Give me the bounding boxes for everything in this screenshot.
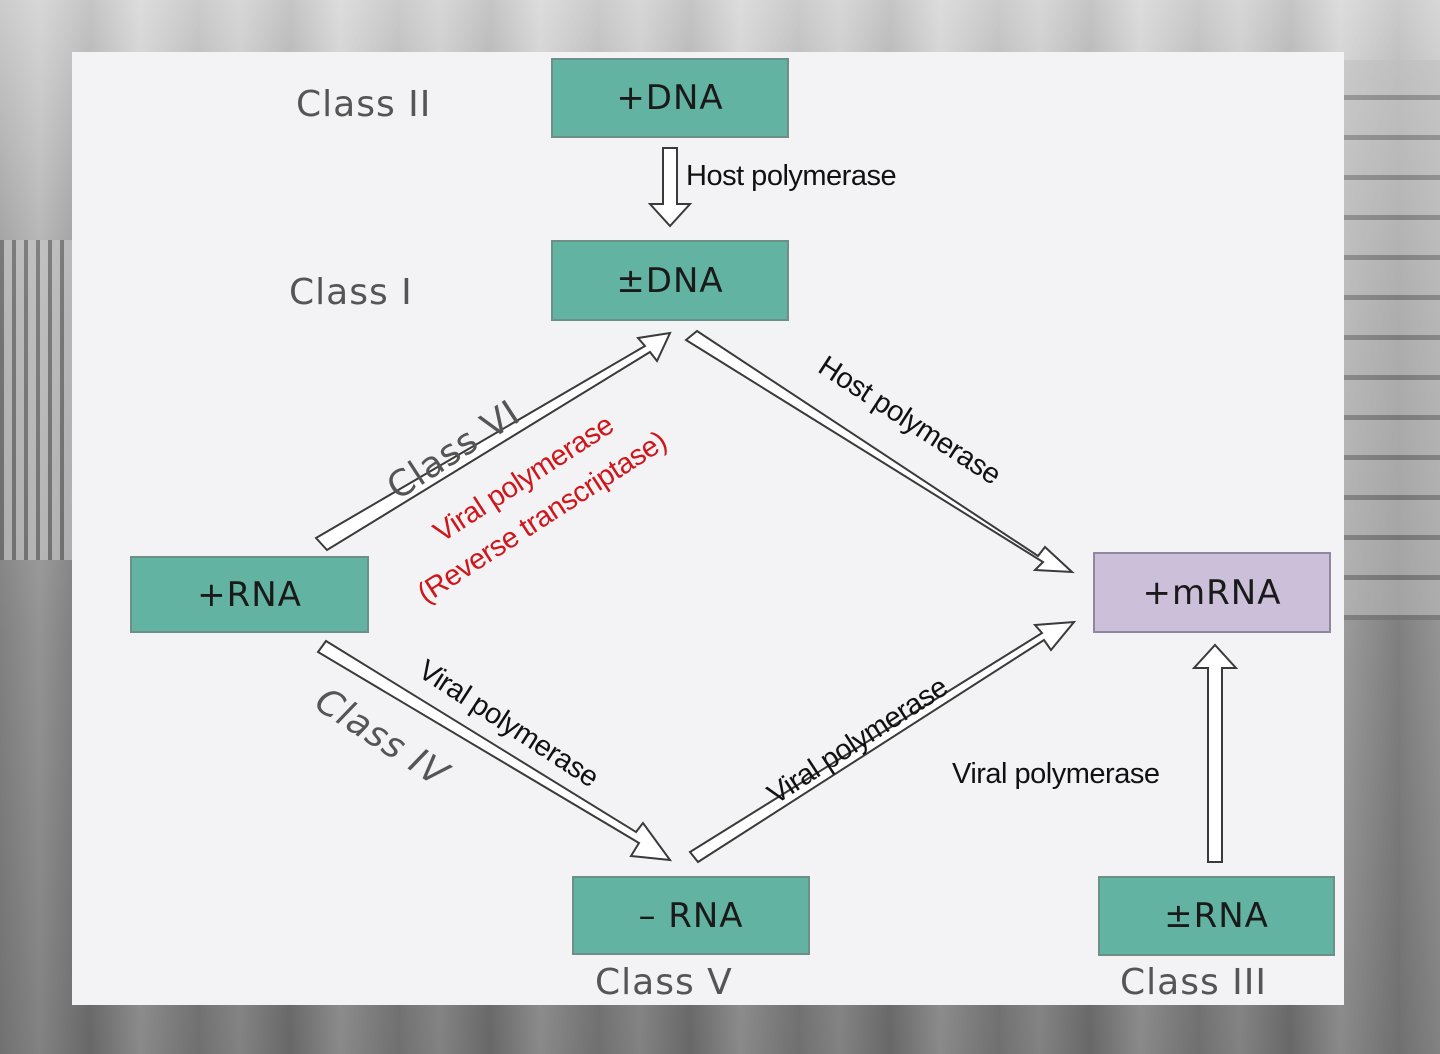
background-detail-left bbox=[0, 240, 75, 560]
arrow-pmrna-to-mrna bbox=[1191, 643, 1239, 863]
arrow-rna-to-minusrna bbox=[316, 639, 673, 862]
node-plus-rna: +RNA bbox=[130, 556, 369, 633]
label-class-ii: Class II bbox=[296, 84, 432, 125]
arrow-pmdna-to-mrna bbox=[684, 329, 1075, 574]
label-class-i: Class I bbox=[289, 272, 413, 313]
node-minus-rna: – RNA bbox=[572, 876, 810, 955]
arrow-minusrna-to-mrna bbox=[688, 620, 1077, 864]
arrow-rna-to-pmdna bbox=[314, 331, 672, 552]
node-pm-dna: ±DNA bbox=[551, 240, 789, 321]
node-plus-dna: +DNA bbox=[551, 58, 789, 138]
background-detail-right bbox=[1342, 60, 1440, 620]
node-pm-rna: ±RNA bbox=[1098, 876, 1335, 956]
label-class-iii: Class III bbox=[1120, 962, 1268, 1003]
edge-label-dna-to-pmdna: Host polymerase bbox=[686, 160, 897, 192]
edge-label-pmrna-to-mrna: Viral polymerase bbox=[952, 758, 1160, 790]
arrow-dna-to-pmdna bbox=[647, 147, 693, 228]
label-class-v: Class V bbox=[595, 962, 733, 1003]
node-plus-mrna: +mRNA bbox=[1093, 552, 1331, 633]
